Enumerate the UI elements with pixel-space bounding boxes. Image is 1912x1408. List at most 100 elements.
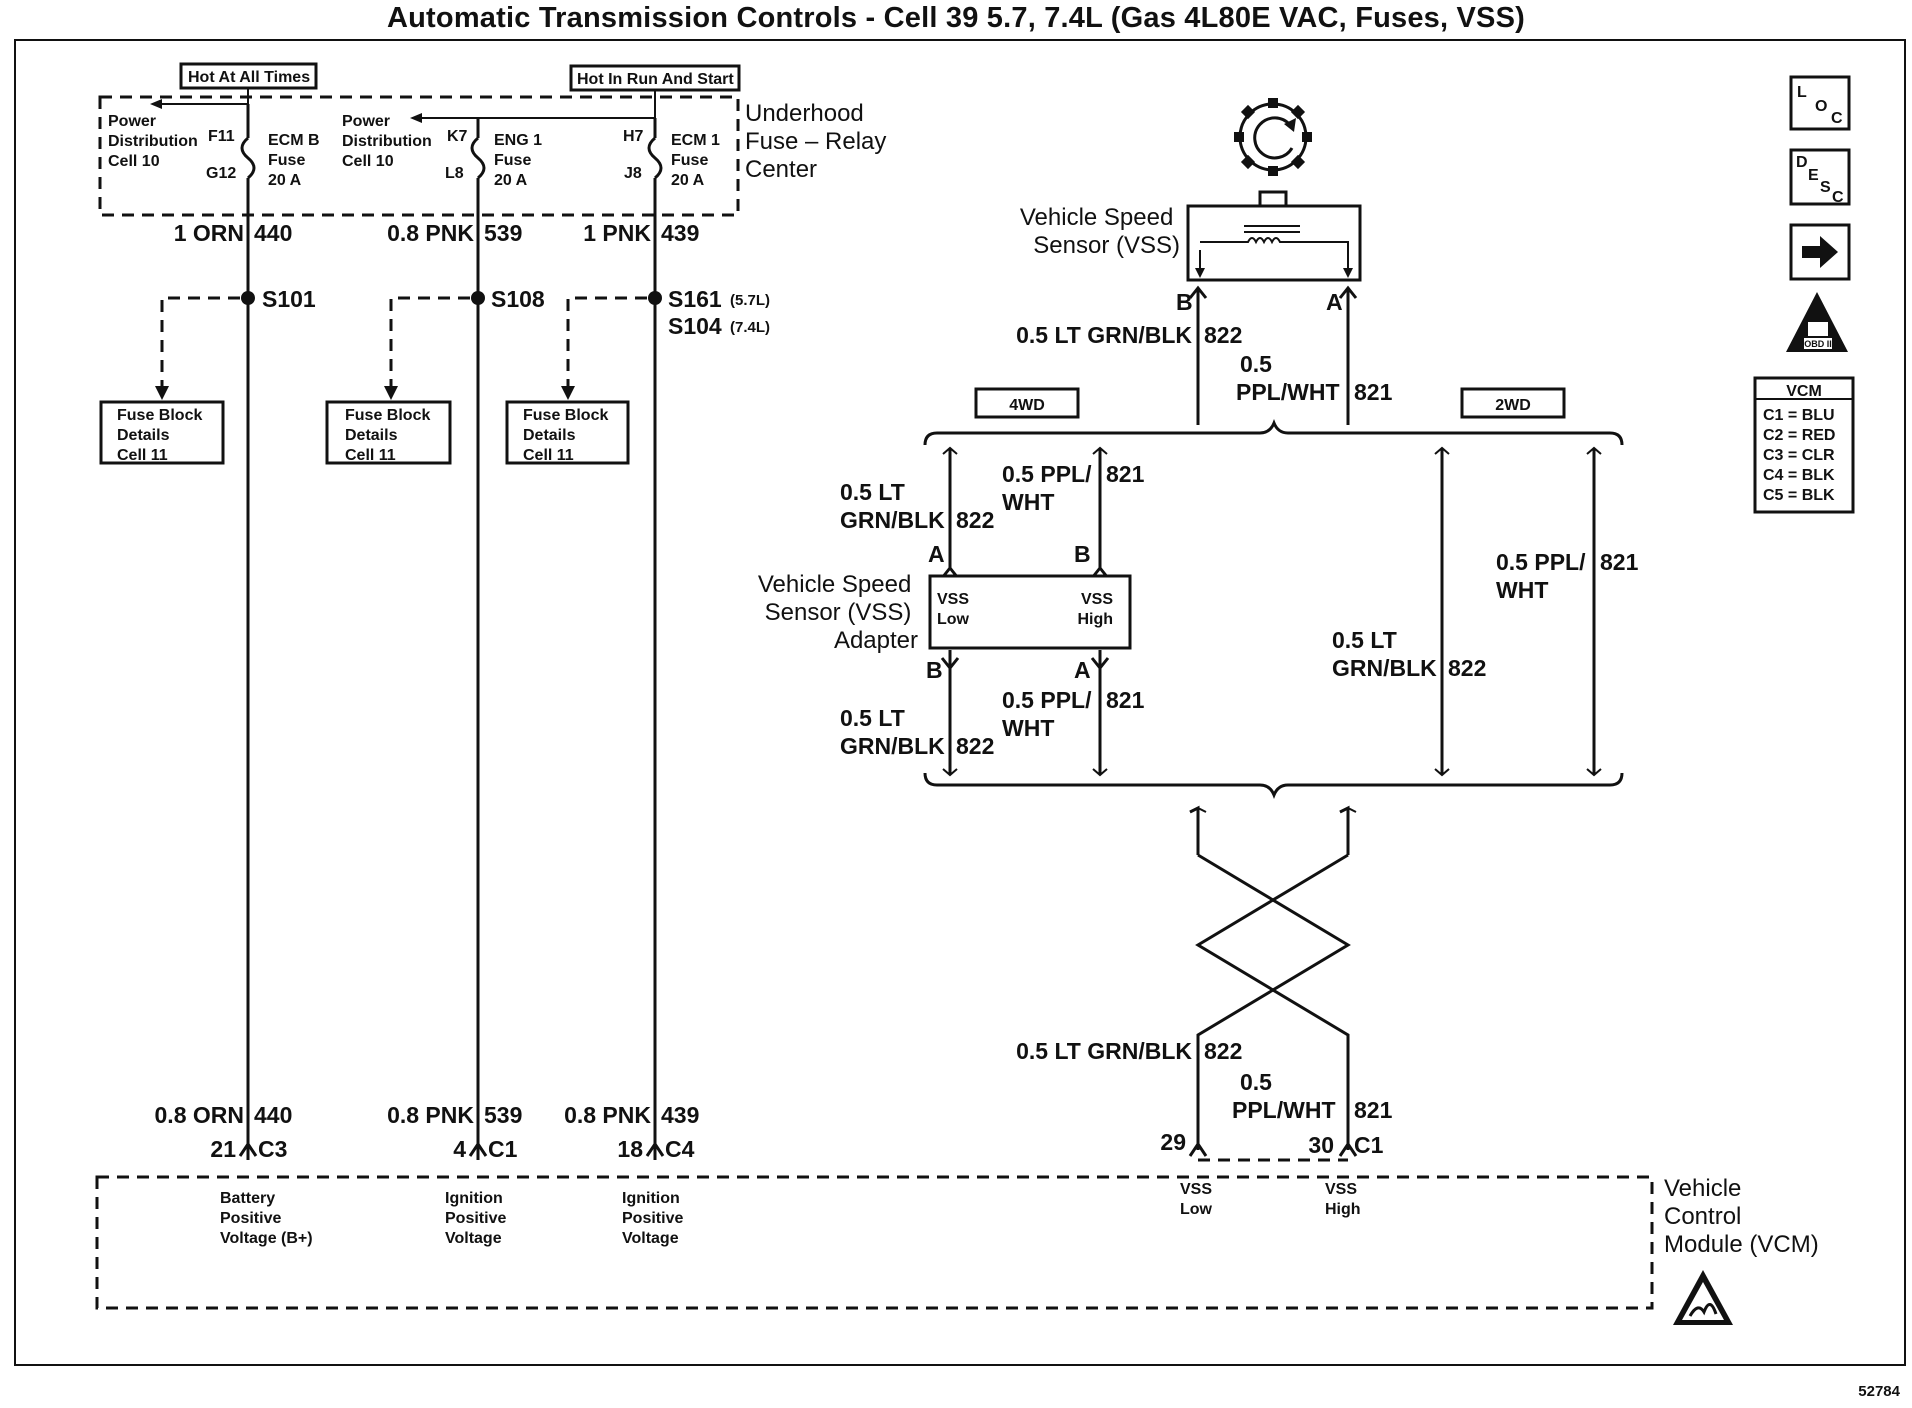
hot-at-all-times-box <box>179 62 318 90</box>
option-4wd-label: 4WD <box>1009 397 1045 414</box>
diagram-frame <box>14 39 1906 1366</box>
pin-number: 30 <box>1308 1132 1334 1158</box>
arrow-left-icon <box>410 113 422 123</box>
circuit-number: 439 <box>661 220 699 246</box>
wire-break-ticks <box>942 446 1108 777</box>
circuit-number: 440 <box>254 220 292 246</box>
svg-text:O: O <box>1815 98 1827 115</box>
vss-gear-icon <box>1234 98 1312 208</box>
connector-arrow <box>238 1141 258 1157</box>
svg-text:(5.7L): (5.7L) <box>730 292 770 309</box>
circuit-number: 539 <box>484 1102 522 1128</box>
connector-arrow <box>468 1141 488 1157</box>
circuit-number: 821 <box>1106 687 1145 713</box>
hot-in-run-box <box>569 64 741 92</box>
wire-color-label: 0.5 PPL/WHT <box>1002 461 1092 515</box>
pin-number: 18 <box>617 1136 643 1162</box>
wire-color-label: 0.5 PPL/WHT <box>1236 351 1340 405</box>
svg-text:L: L <box>1797 84 1807 101</box>
adapter-label: Vehicle Speed Sensor (VSS) Adapter <box>758 571 918 654</box>
splice-s108: S108 <box>384 286 545 400</box>
svg-text:K7: K7 <box>447 128 468 145</box>
figure-number: 52784 <box>1858 1383 1900 1400</box>
circuit-number: 822 <box>956 507 994 533</box>
connector-arrow <box>1188 1141 1208 1157</box>
bus-hot-in-run <box>420 90 656 119</box>
pin-label: A <box>1326 289 1343 315</box>
svg-text:C: C <box>1832 189 1844 206</box>
vss-adapter <box>928 574 1132 650</box>
pin-label: B <box>1176 289 1193 315</box>
svg-text:H7: H7 <box>623 128 644 145</box>
option-2wd-label: 2WD <box>1495 397 1531 414</box>
wire-color-label: 0.8 PNK <box>387 220 474 246</box>
svg-text:OBD II: OBD II <box>1804 339 1832 349</box>
wire-color-label: 0.5 PPL/WHT <box>1002 687 1092 741</box>
desc-icon[interactable]: D E S C <box>1789 148 1851 206</box>
pin-number: 21 <box>210 1136 236 1162</box>
wire-color-label: 0.5 LT GRN/BLK <box>1016 1038 1192 1064</box>
svg-text:L8: L8 <box>445 165 464 182</box>
connector-arrow <box>1188 285 1208 299</box>
power-distribution-label-2: Power Distribution Cell 10 <box>342 113 436 170</box>
circuit-number: 822 <box>1448 655 1486 681</box>
connector-arrow <box>1338 1141 1358 1157</box>
wire-color-label: 1 PNK <box>583 220 651 246</box>
connector-id: C3 <box>258 1136 287 1162</box>
svg-text:S104: S104 <box>668 313 722 339</box>
pin-number: 4 <box>453 1136 466 1162</box>
pin-number: 29 <box>1160 1129 1186 1155</box>
option-2wd <box>1460 387 1566 419</box>
pin-label: A <box>928 541 945 567</box>
svg-text:G12: G12 <box>206 165 236 182</box>
wire-color-label: 0.8 PNK <box>387 1102 474 1128</box>
circuit-number: 439 <box>661 1102 699 1128</box>
arrow-left-icon <box>150 99 162 109</box>
svg-text:VCM: VCM <box>1786 383 1822 400</box>
svg-text:J8: J8 <box>624 165 642 182</box>
svg-text:C1 = BLU: C1 = BLU <box>1763 407 1835 424</box>
option-4wd <box>974 387 1080 419</box>
svg-text:C2 = RED: C2 = RED <box>1763 427 1835 444</box>
connector-arrow <box>1090 657 1110 671</box>
circuit-number: 822 <box>956 733 994 759</box>
connector-arrow <box>645 1141 665 1157</box>
arrow-right-icon[interactable] <box>1789 223 1851 281</box>
svg-text:D: D <box>1796 154 1808 171</box>
wire-color-label: 1 ORN <box>174 220 244 246</box>
vcm-module <box>95 1175 1654 1310</box>
vss-label: Vehicle Speed Sensor (VSS) <box>1020 204 1180 259</box>
svg-text:C3 = CLR: C3 = CLR <box>1763 447 1835 464</box>
vcm-connector-legend: VCM C1 = BLU C2 = RED C3 = CLR C4 = BLK … <box>1753 376 1855 514</box>
hot-at-all-times-label: Hot At All Times <box>188 69 310 86</box>
wire-crossover <box>1189 805 1357 1150</box>
svg-text:E: E <box>1808 167 1819 184</box>
wire-color-label: 0.8 PNK <box>564 1102 651 1128</box>
svg-text:C4 = BLK: C4 = BLK <box>1763 467 1835 484</box>
svg-text:S101: S101 <box>262 286 316 312</box>
splice-s161: S161 (5.7L) S104 (7.4L) <box>561 286 770 400</box>
circuit-number: 822 <box>1204 1038 1242 1064</box>
option-brace-bottom <box>923 772 1624 800</box>
loc-icon[interactable]: L O C <box>1789 75 1851 131</box>
power-distribution-label: Power Distribution Cell 10 <box>108 113 202 170</box>
svg-text:C: C <box>1831 110 1843 127</box>
